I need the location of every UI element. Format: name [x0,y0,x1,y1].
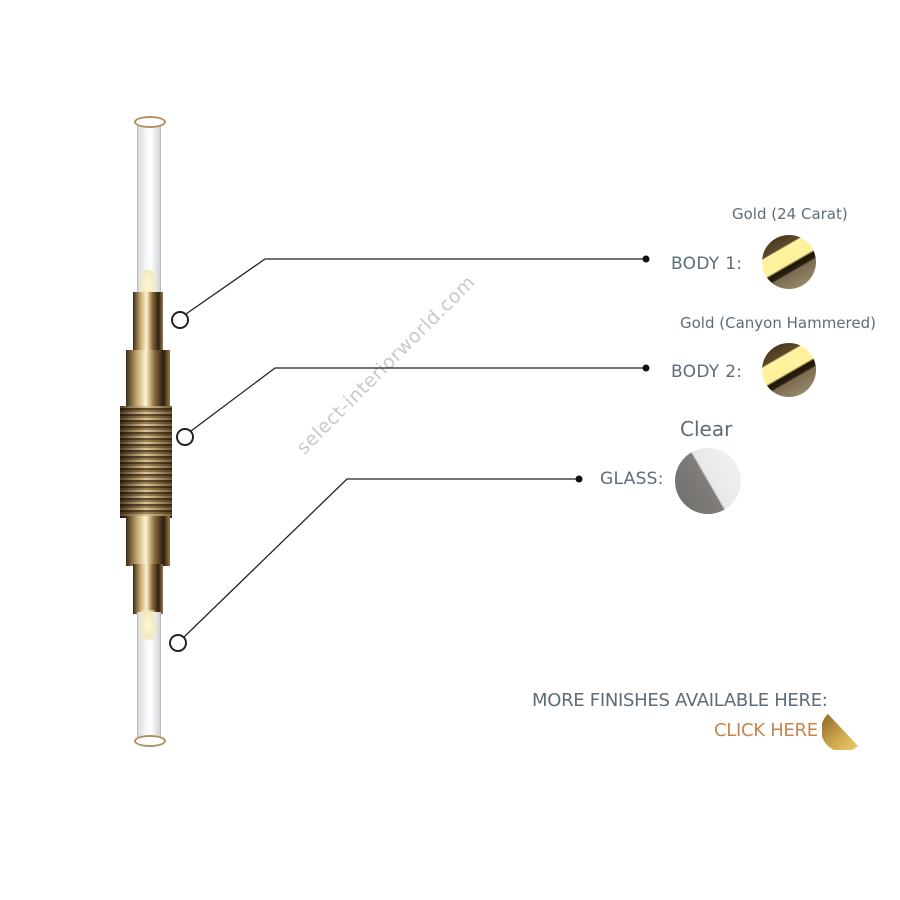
callout-dot-body1 [642,255,650,263]
callout-marker-body1 [171,311,189,329]
body-segment [133,564,163,614]
label-body1: BODY 1: [671,254,743,274]
body-segment [126,350,170,408]
light-glow-bottom [140,610,156,640]
finish-name-glass: Clear [680,417,733,441]
click-here-link[interactable]: CLICK HERE [714,720,818,741]
callout-dot-body2 [642,364,650,372]
label-body2: BODY 2: [671,362,743,382]
gold-swatch[interactable] [762,235,816,289]
clear-glass-swatch[interactable] [675,448,741,514]
callout-marker-glass [169,634,187,652]
callout-marker-body2 [176,428,194,446]
tube-rim-bottom [134,735,166,747]
glass-tube-top [137,120,161,295]
body-segment [133,292,163,352]
callout-line-body1 [185,258,645,315]
finish-name-body2: Gold (Canyon Hammered) [680,314,876,332]
finish-name-body1: Gold (24 Carat) [732,205,848,223]
half-circle-gold-icon[interactable] [822,710,864,750]
more-finishes-text: MORE FINISHES AVAILABLE HERE: [532,690,828,711]
label-glass: GLASS: [600,469,664,489]
callout-dot-glass [575,475,583,483]
lamp-image [0,0,240,900]
callout-line-glass [183,478,578,638]
callout-line-body2 [190,367,645,432]
tube-rim-top [134,116,166,128]
hammered-body-segment [120,406,172,518]
body-segment [126,516,170,566]
gold-hammered-swatch[interactable] [762,343,816,397]
